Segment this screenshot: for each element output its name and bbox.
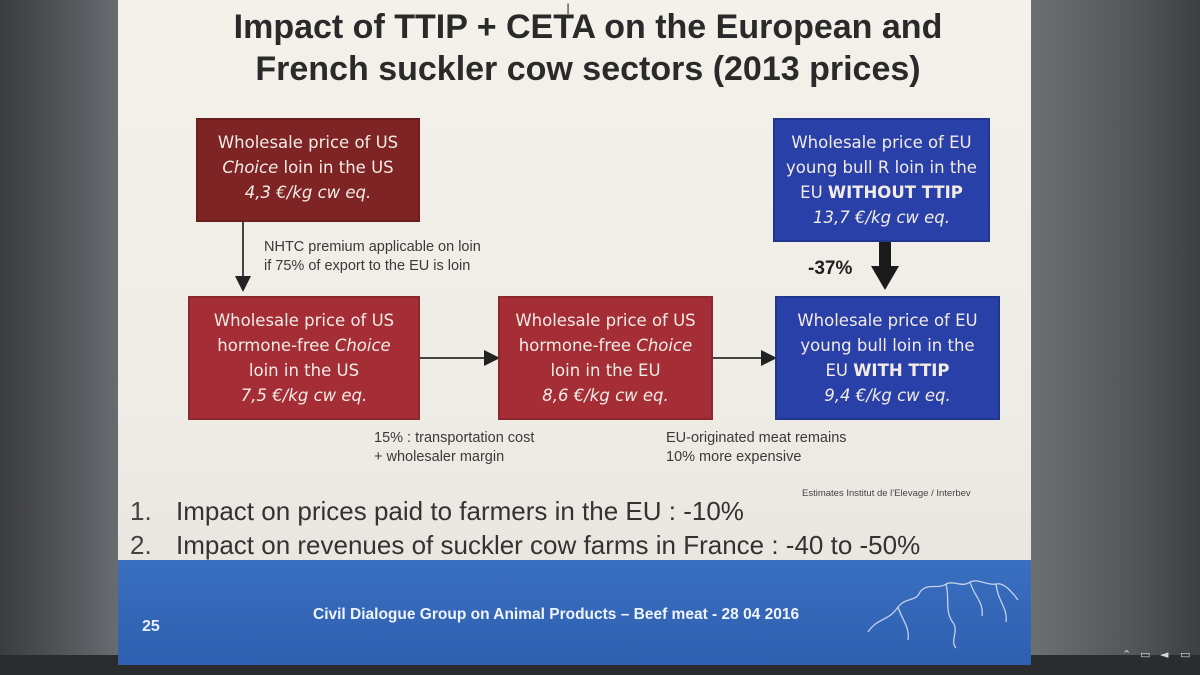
- note-line: NHTC premium applicable on loin: [264, 239, 481, 255]
- box-price: 13,7 €/kg cw eq.: [813, 208, 950, 227]
- box-line: Wholesale price of EU: [797, 311, 978, 330]
- monitor-bezel-right: [1025, 0, 1200, 675]
- note-line: + wholesaler margin: [374, 449, 505, 465]
- system-tray: ⌃ ▭ ◄ ▭: [1040, 648, 1200, 664]
- box-eu-young-bull-with-ttip: Wholesale price of EU young bull loin in…: [775, 296, 1000, 420]
- box-price: 9,4 €/kg cw eq.: [824, 386, 951, 405]
- slide-footer: 25 Civil Dialogue Group on Animal Produc…: [118, 560, 1031, 665]
- note-line: 10% more expensive: [666, 449, 802, 465]
- box-line: Wholesale price of US: [515, 311, 696, 330]
- page-number: 25: [142, 618, 160, 635]
- title-line-2: French suckler cow sectors (2013 prices): [255, 50, 921, 88]
- box-line: loin in the EU: [550, 361, 661, 380]
- box-emphasis: Choice: [636, 336, 693, 355]
- box-line: EU: [825, 361, 854, 380]
- flow-connectors: [235, 222, 899, 366]
- impact-text: Impact on prices paid to farmers in the …: [176, 496, 744, 526]
- title-line-1: Impact of TTIP + CETA on the European an…: [233, 8, 943, 46]
- impact-item-1: 1. Impact on prices paid to farmers in th…: [130, 496, 744, 527]
- footer-caption: Civil Dialogue Group on Animal Products …: [313, 606, 800, 623]
- slide-title: Impact of TTIP + CETA on the European an…: [168, 6, 1008, 90]
- note-eu-originated-meat: EU-originated meat remains 10% more expe…: [666, 429, 847, 467]
- box-price: 4,3 €/kg cw eq.: [244, 183, 372, 202]
- network-icon[interactable]: ▭: [1140, 648, 1151, 661]
- box-line: young bull R loin in the: [786, 158, 977, 177]
- note-line: if 75% of export to the EU is loin: [264, 258, 471, 274]
- box-line: loin in the US: [248, 361, 360, 380]
- box-emphasis: Choice: [334, 336, 391, 355]
- box-line: hormone-free: [518, 336, 637, 355]
- monitor-bezel-left: [0, 0, 125, 675]
- impact-item-2: 2. Impact on revenues of suckler cow farm…: [130, 530, 920, 561]
- note-line: 15% : transportation cost: [374, 430, 535, 446]
- box-line: loin in the US: [278, 158, 394, 177]
- presentation-slide: I Impact of TTIP + CETA on the European …: [118, 0, 1031, 665]
- battery-icon[interactable]: ▭: [1180, 648, 1191, 661]
- box-line: EU: [800, 183, 828, 202]
- box-us-hormone-free-us: Wholesale price of US hormone-free Choic…: [188, 296, 420, 420]
- box-us-hormone-free-eu: Wholesale price of US hormone-free Choic…: [498, 296, 713, 420]
- source-note: Estimates Institut de l'Elevage / Interb…: [802, 488, 971, 499]
- note-nhtc-premium: NHTC premium applicable on loin if 75% o…: [264, 238, 481, 276]
- box-line: Wholesale price of US: [213, 311, 395, 330]
- europe-map-icon: [867, 580, 1019, 649]
- box-us-choice-loin: Wholesale price of US Choice loin in the…: [196, 118, 420, 222]
- note-transportation-cost: 15% : transportation cost + wholesaler m…: [374, 429, 534, 467]
- note-line: EU-originated meat remains: [666, 430, 847, 446]
- text-cursor-icon: I: [566, 2, 571, 18]
- chevron-up-icon[interactable]: ⌃: [1122, 648, 1132, 661]
- box-emphasis: Choice: [222, 158, 279, 177]
- box-line: hormone-free: [217, 336, 335, 355]
- impact-text: Impact on revenues of suckler cow farms …: [176, 530, 921, 560]
- box-line: Wholesale price of US: [217, 133, 399, 152]
- arrow-down-37: [871, 242, 899, 290]
- box-line: Wholesale price of EU: [791, 133, 972, 152]
- speaker-icon[interactable]: ◄: [1160, 648, 1169, 661]
- box-bold: WITH TTIP: [853, 361, 950, 380]
- box-line: young bull loin in the: [800, 336, 975, 355]
- box-price: 7,5 €/kg cw eq.: [240, 386, 368, 405]
- box-bold: WITHOUT TTIP: [827, 183, 963, 202]
- box-eu-young-bull-without-ttip: Wholesale price of EU young bull R loin …: [773, 118, 990, 242]
- box-price: 8,6 €/kg cw eq.: [542, 386, 669, 405]
- impact-number: 1.: [130, 496, 152, 526]
- label-price-drop: -37%: [808, 258, 853, 279]
- impact-number: 2.: [130, 530, 152, 560]
